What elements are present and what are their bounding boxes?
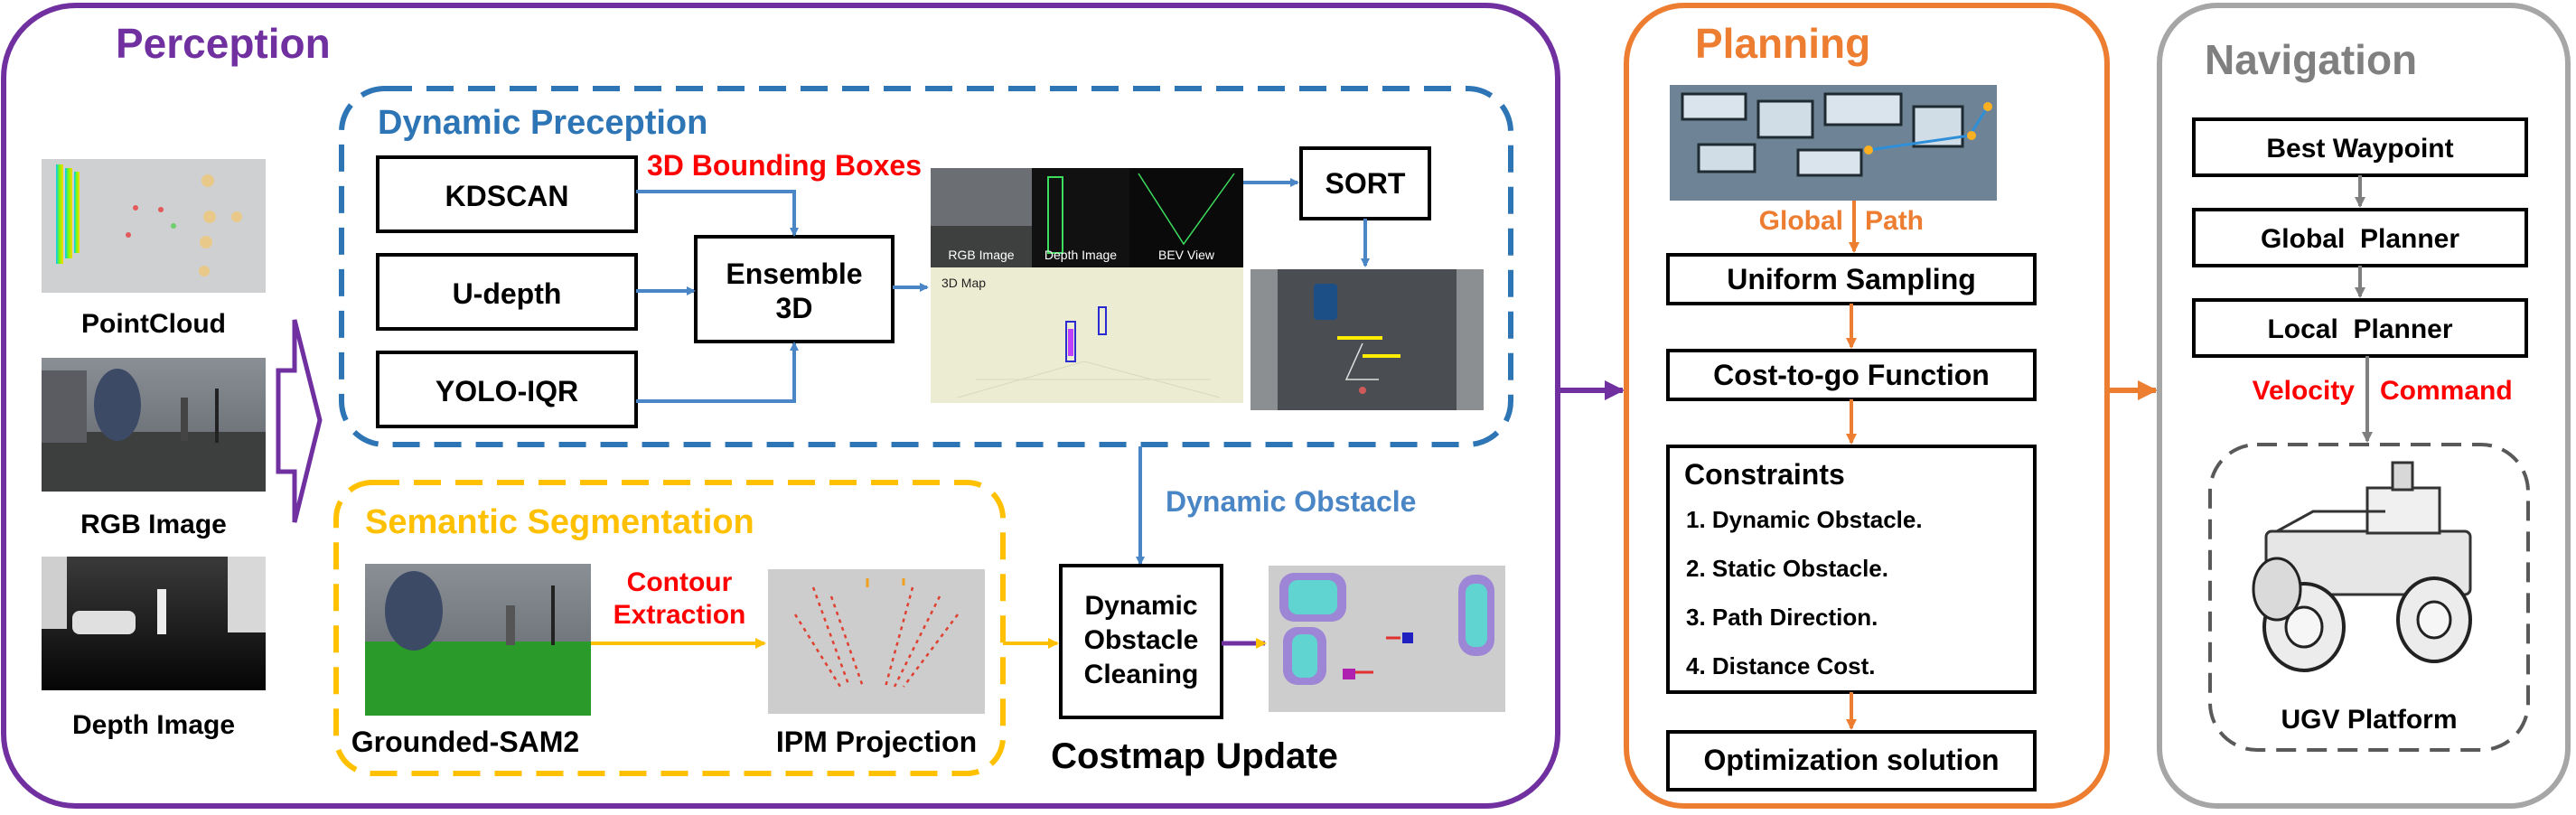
global-planner-box	[2192, 208, 2528, 267]
bounding-boxes-label: 3D Bounding Boxes	[647, 149, 922, 182]
ipm-projection-image	[768, 569, 985, 714]
dynamic-perception-title: Dynamic Preception	[378, 104, 707, 142]
perception-frame	[1, 3, 1560, 809]
tracking-image	[1251, 269, 1484, 410]
edge-yolo-ensemble	[636, 342, 799, 403]
detection-panel	[931, 168, 1243, 403]
constraint-item-4: 4. Distance Cost.	[1686, 652, 1876, 679]
input-label-depth: Depth Image	[72, 710, 235, 740]
local-planner-label: Local Planner	[2267, 314, 2452, 344]
kdscan-box	[376, 155, 638, 233]
optimization-box	[1666, 730, 2037, 792]
navigation-title: Navigation	[2205, 36, 2417, 83]
yolo-box	[376, 351, 638, 428]
udepth-label: U-depth	[453, 277, 562, 310]
global-planner-label: Global Planner	[2261, 224, 2459, 254]
rgb-image	[42, 358, 266, 492]
constraint-item-1: 1. Dynamic Obstacle.	[1686, 506, 1923, 533]
costmap-image	[1269, 566, 1505, 712]
contour-label-line2: Extraction	[614, 600, 746, 630]
constraints-title: Constraints	[1684, 458, 1845, 491]
navigation-frame	[2157, 3, 2571, 809]
input-label-pointcloud: PointCloud	[81, 309, 226, 339]
global-path-label-1: Global	[1759, 206, 1843, 236]
cleaning-label-line3: Cleaning	[1084, 660, 1199, 689]
semantic-title: Semantic Segmentation	[365, 503, 754, 541]
dynamic-obstacle-label: Dynamic Obstacle	[1166, 485, 1416, 518]
sort-label: SORT	[1325, 167, 1406, 200]
kdscan-label: KDSCAN	[445, 180, 569, 212]
cost-to-go-label: Cost-to-go Function	[1713, 359, 1990, 391]
sort-box	[1299, 146, 1431, 220]
ensemble-label-line2: 3D	[776, 292, 813, 324]
optimization-label: Optimization solution	[1703, 744, 1999, 776]
edge-kdscan-ensemble	[636, 190, 799, 237]
panel-label-depth: Depth Image	[1044, 248, 1117, 262]
local-planner-box	[2192, 298, 2528, 358]
cleaning-box	[1059, 564, 1223, 719]
velocity-label: Velocity	[2253, 376, 2356, 406]
grounded-sam-caption: Grounded-SAM2	[351, 726, 579, 758]
constraint-item-3: 3. Path Direction.	[1686, 604, 1878, 631]
costmap-update-label: Costmap Update	[1051, 736, 1338, 776]
global-path-map	[1670, 85, 1997, 201]
contour-label-line1: Contour	[627, 567, 733, 597]
panel-label-bev: BEV View	[1158, 248, 1215, 262]
ipm-caption: IPM Projection	[776, 726, 977, 758]
constraint-item-2: 2. Static Obstacle.	[1686, 555, 1888, 582]
semantic-frame	[333, 480, 1006, 776]
planning-title: Planning	[1695, 20, 1870, 67]
dynamic-perception-frame	[339, 86, 1513, 447]
grounded-sam-image	[365, 564, 591, 716]
ugv-frame	[2208, 443, 2530, 752]
inputs-arrow	[276, 319, 323, 523]
input-label-rgb: RGB Image	[80, 510, 227, 539]
ugv-platform-label: UGV Platform	[2281, 705, 2457, 735]
command-label: Command	[2380, 376, 2513, 406]
global-path-label-2: Path	[1865, 206, 1924, 236]
yolo-label: YOLO-IQR	[436, 375, 578, 408]
uniform-sampling-label: Uniform Sampling	[1727, 263, 1976, 295]
panel-label-rgb: RGB Image	[948, 248, 1014, 262]
constraints-box	[1666, 445, 2037, 694]
ugv-robot-image	[2252, 461, 2472, 672]
depth-image	[42, 557, 266, 690]
perception-title: Perception	[116, 20, 331, 67]
planning-frame	[1624, 3, 2110, 809]
ensemble-label-line1: Ensemble	[726, 258, 862, 290]
cleaning-label-line2: Obstacle	[1084, 625, 1199, 655]
best-waypoint-label: Best Waypoint	[2266, 134, 2453, 164]
panel-label-3dmap: 3D Map	[941, 276, 986, 290]
pointcloud-image	[42, 159, 266, 293]
cleaning-label-line1: Dynamic	[1084, 591, 1197, 621]
